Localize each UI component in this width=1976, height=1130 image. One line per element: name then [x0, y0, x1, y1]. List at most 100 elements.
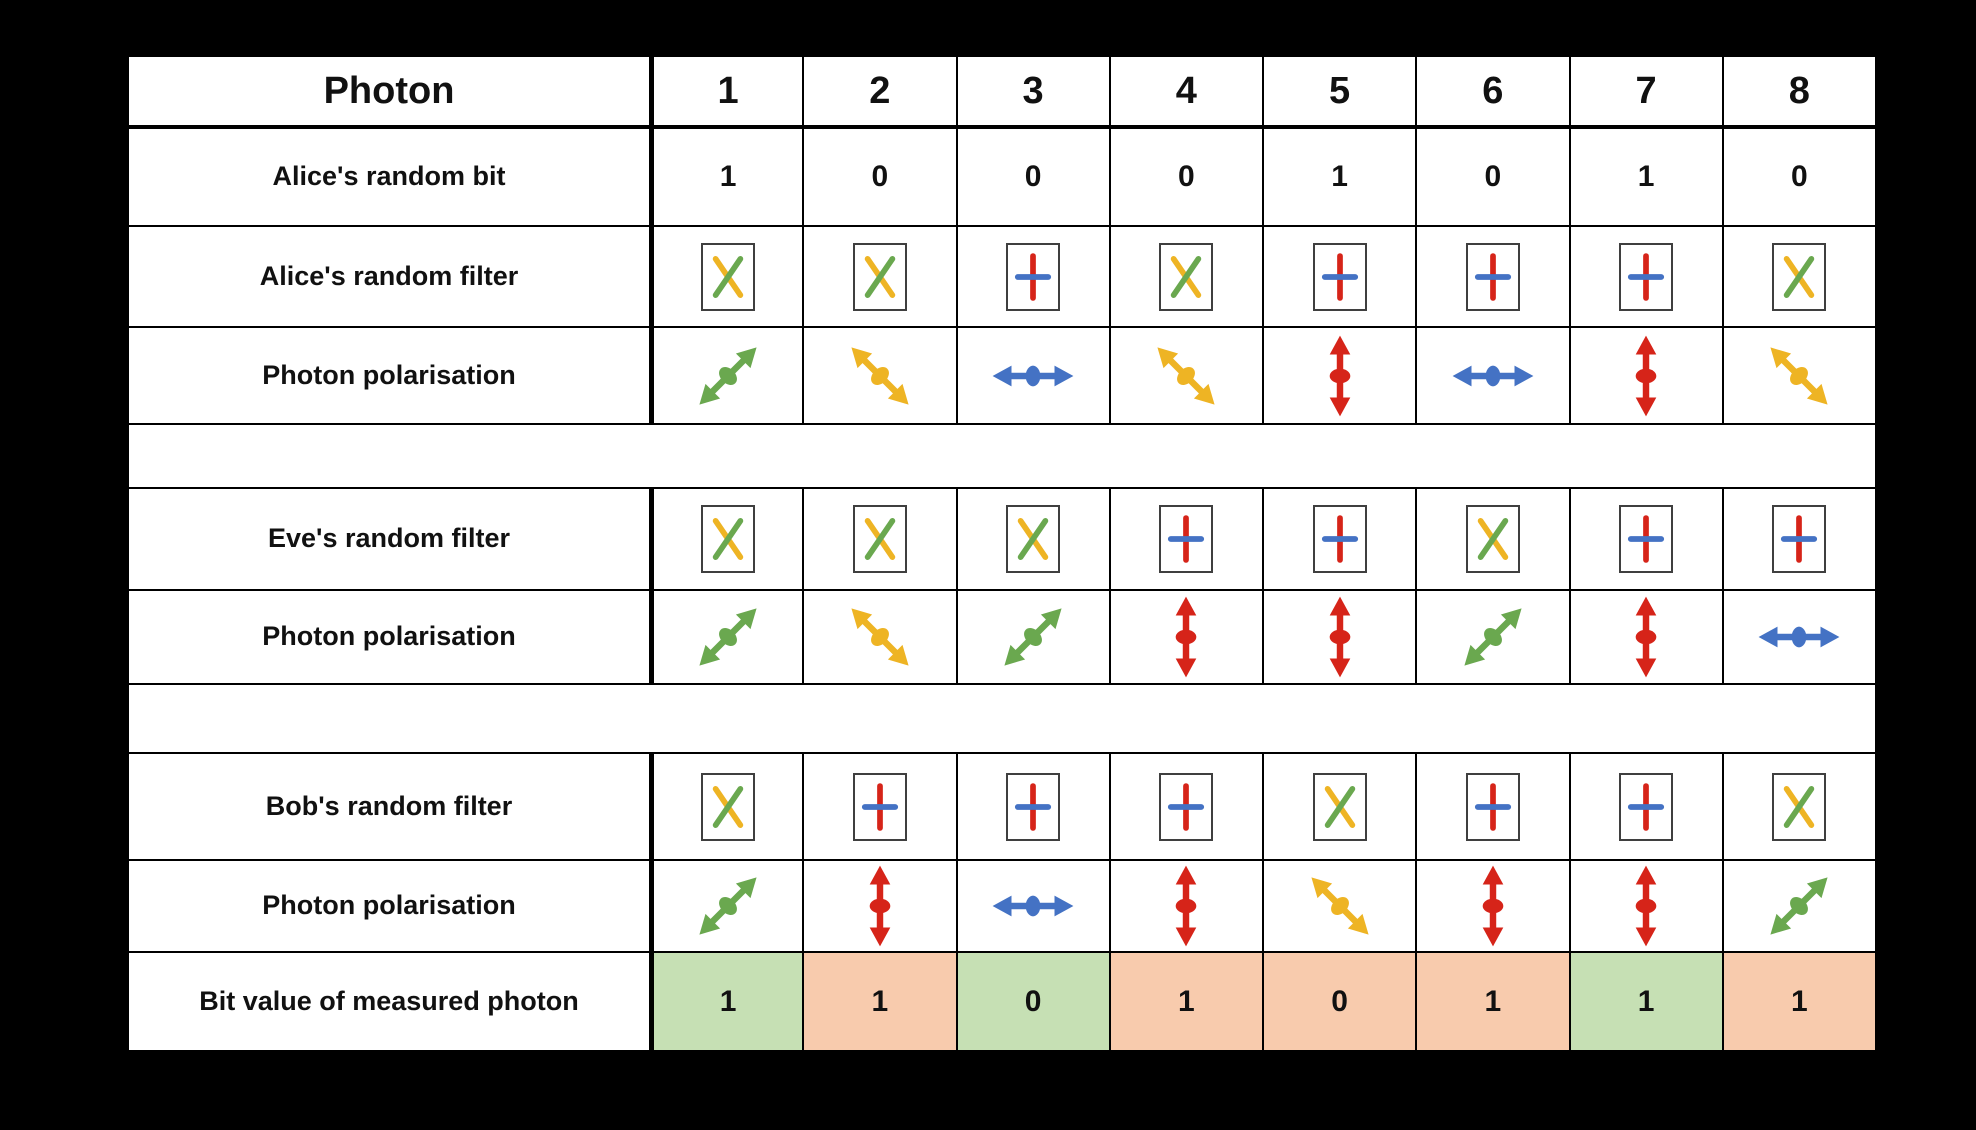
polarisations-cell — [1417, 861, 1569, 951]
filters-cell — [957, 227, 1109, 326]
diagonal-filter-box — [1465, 505, 1520, 573]
bits-cell: 1 — [1570, 129, 1722, 225]
bit-digit: 0 — [1791, 160, 1808, 193]
polarisation-diag-up-icon — [1770, 877, 1828, 935]
measured-bit-digit: 0 — [1024, 984, 1042, 1018]
polarisations-cell — [804, 328, 956, 423]
rectilinear-filter-box — [1619, 505, 1674, 573]
rectilinear-filter-icon — [1168, 782, 1205, 831]
filters-cell — [804, 489, 956, 589]
rectilinear-filter-box — [1772, 505, 1827, 573]
polarisation-diag-down-icon — [1770, 346, 1828, 405]
measured-bit-digit: 1 — [1791, 984, 1808, 1018]
bit-digit: 0 — [1178, 160, 1195, 193]
polarisation-diag-up-icon — [699, 346, 757, 405]
filters-cell — [651, 489, 803, 589]
rectilinear-filter-icon — [1474, 252, 1511, 301]
polarisations-cell — [1264, 591, 1416, 683]
rectilinear-filter-icon — [1628, 515, 1665, 563]
row-label-bit-value: Bit value of measured photon — [129, 953, 649, 1050]
bits-cell: 0 — [1723, 129, 1875, 225]
measured-bit-digit: 0 — [1331, 984, 1348, 1018]
row-label-bob-polarisation: Photon polarisation — [129, 861, 649, 951]
diagonal-filter-box — [1159, 242, 1214, 311]
bit-digit: 0 — [871, 160, 889, 193]
bit-digit: 0 — [1024, 160, 1042, 193]
rectilinear-filter-box — [1465, 242, 1520, 311]
rectilinear-filter-box — [852, 772, 907, 841]
photon-column-header: 2 — [804, 57, 956, 127]
polarisations-cell — [1110, 328, 1262, 423]
photon-header-label: Photon — [129, 57, 649, 127]
polarisations-cell — [1264, 328, 1416, 423]
photon-column-header: 8 — [1723, 57, 1875, 127]
rectilinear-filter-icon — [1474, 782, 1511, 831]
bit-digit: 1 — [719, 160, 737, 193]
filters-cell — [1723, 754, 1875, 859]
rectilinear-filter-box — [1006, 242, 1061, 311]
polarisation-horizontal-icon — [1452, 365, 1534, 386]
polarisation-diag-down-icon — [851, 346, 909, 405]
diagonal-filter-icon — [1784, 255, 1815, 298]
filters-cell — [1417, 754, 1569, 859]
photon-column-header: 5 — [1264, 57, 1416, 127]
row-label-eve-filter: Eve's random filter — [129, 489, 649, 589]
photon-column-header: 4 — [1110, 57, 1262, 127]
rectilinear-filter-box — [1312, 505, 1367, 573]
filters-cell — [651, 754, 803, 859]
filters-cell — [1417, 489, 1569, 589]
polarisations-cell — [957, 861, 1109, 951]
filters-cell — [1264, 754, 1416, 859]
polarisation-diag-up-icon — [699, 877, 757, 935]
rectilinear-filter-icon — [1628, 782, 1665, 831]
diagonal-filter-icon — [712, 518, 744, 560]
polarisation-vertical-icon — [1176, 596, 1197, 678]
diagonal-filter-icon — [1171, 255, 1202, 298]
measured-bit-cell-red: 1 — [804, 953, 956, 1050]
polarisation-vertical-icon — [869, 865, 891, 947]
filters-cell — [1110, 227, 1262, 326]
rectilinear-filter-icon — [1015, 252, 1052, 301]
polarisation-vertical-icon — [1329, 596, 1350, 678]
filters-cell — [1417, 227, 1569, 326]
bits-cell: 0 — [957, 129, 1109, 225]
rectilinear-filter-box — [1312, 242, 1367, 311]
polarisation-vertical-icon — [1635, 596, 1657, 678]
polarisation-vertical-icon — [1329, 335, 1350, 416]
rectilinear-filter-box — [1465, 772, 1520, 841]
polarisation-diag-down-icon — [851, 608, 909, 666]
polarisations-cell — [1264, 861, 1416, 951]
rectilinear-filter-icon — [1168, 515, 1205, 563]
filters-cell — [1110, 754, 1262, 859]
spacer-row-spacer-1 — [129, 425, 1875, 487]
filters-cell — [957, 754, 1109, 859]
polarisations-cell — [1110, 591, 1262, 683]
polarisations-cell — [1723, 328, 1875, 423]
diagonal-filter-box — [701, 772, 756, 841]
bit-digit: 0 — [1484, 160, 1502, 193]
rectilinear-filter-box — [1619, 242, 1674, 311]
polarisations-cell — [957, 591, 1109, 683]
rectilinear-filter-icon — [1781, 515, 1818, 563]
measured-bit-cell-red: 0 — [1264, 953, 1416, 1050]
measured-bit-cell-green: 1 — [651, 953, 803, 1050]
rectilinear-filter-icon — [1015, 782, 1052, 831]
polarisations-cell — [804, 861, 956, 951]
polarisation-horizontal-icon — [992, 895, 1074, 917]
filters-cell — [804, 227, 956, 326]
diagonal-filter-icon — [1017, 518, 1049, 560]
diagonal-filter-box — [852, 505, 907, 573]
polarisation-diag-up-icon — [1464, 608, 1522, 666]
rectilinear-filter-box — [1006, 772, 1061, 841]
filters-cell — [651, 227, 803, 326]
measured-bit-digit: 1 — [1484, 984, 1502, 1018]
polarisations-cell — [651, 591, 803, 683]
diagonal-filter-icon — [712, 255, 744, 298]
polarisations-cell — [1110, 861, 1262, 951]
diagonal-filter-box — [1772, 772, 1827, 841]
spacer-row-spacer-2 — [129, 685, 1875, 752]
bit-digit: 1 — [1637, 160, 1655, 193]
polarisations-cell — [957, 328, 1109, 423]
